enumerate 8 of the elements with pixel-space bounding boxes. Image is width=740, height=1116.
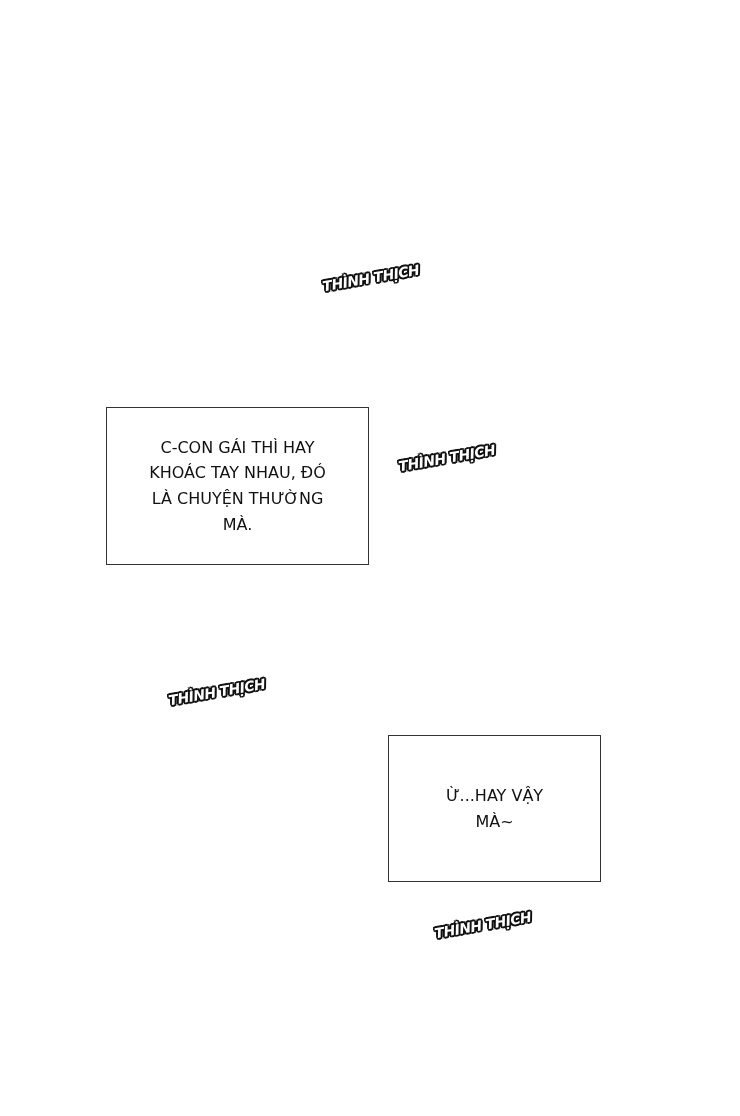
sound-effect-text: THÌNH THỊCH	[167, 675, 267, 709]
narration-box	[388, 735, 601, 882]
sound-effect-text: THÌNH THỊCH	[397, 441, 497, 475]
narration-text: Ừ...HAY VẬY MÀ~	[444, 784, 545, 833]
sound-effect-text: THÌNH THỊCH	[321, 261, 421, 295]
narration-text: C-CON GÁI THÌ HAY KHOÁC TAY NHAU, ĐÓ LÀ CHUYỆN THƯỜNG MÀ.	[148, 436, 327, 536]
narration-box	[106, 407, 369, 565]
sound-effect-text: THÌNH THỊCH	[433, 908, 533, 942]
